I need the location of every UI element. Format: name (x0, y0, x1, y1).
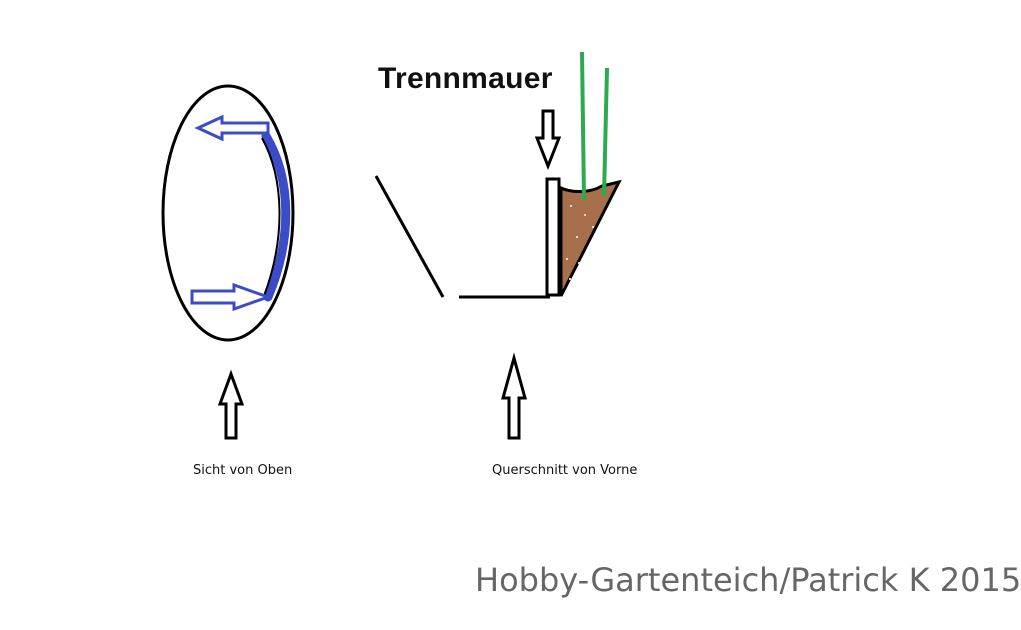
view-arrow-top-view (217, 369, 245, 440)
top-view (161, 84, 295, 440)
divider-wall-front (545, 177, 561, 297)
divider-wall-top-view (261, 131, 291, 302)
plant-stem-2 (602, 67, 609, 197)
cross-section (374, 51, 622, 440)
credit-watermark: Hobby-Gartenteich/Patrick K 2015 (475, 561, 1021, 599)
wall-label: Trennmauer (378, 62, 553, 95)
wall-pointer-arrow (534, 109, 562, 171)
caption-top-view: Sicht von Oben (193, 463, 293, 478)
caption-front-view: Querschnitt von Vorne (492, 463, 638, 478)
flow-arrow-right (190, 282, 273, 312)
plant-stem-1 (580, 51, 586, 201)
divider-wall-outline (261, 137, 281, 297)
view-arrow-cross-section (501, 352, 527, 440)
flow-arrow-left (194, 114, 270, 142)
pond-outline (161, 84, 295, 342)
soil-texture (566, 205, 594, 280)
pond-left-slope (374, 175, 445, 298)
